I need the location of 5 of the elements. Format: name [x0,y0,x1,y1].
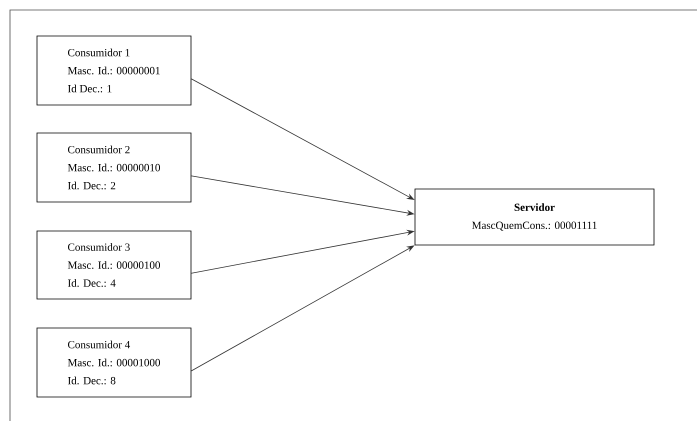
consumer-box: Consumidor 3 Masc. Id.: 00000100 Id. Dec.: 4 [36,230,192,300]
consumer-box: Consumidor 4 Masc. Id.: 00001000 Id. Dec.: 8 [36,328,192,398]
server-box: Servidor MascQuemCons.: 00001111 [414,188,654,246]
consumer-box: Consumidor 1 Masc. Id.: 00000001 Id Dec.: 1 [36,36,192,106]
consumer-box: Consumidor 2 Masc. Id.: 00000010 Id. Dec.: 2 [36,132,192,202]
